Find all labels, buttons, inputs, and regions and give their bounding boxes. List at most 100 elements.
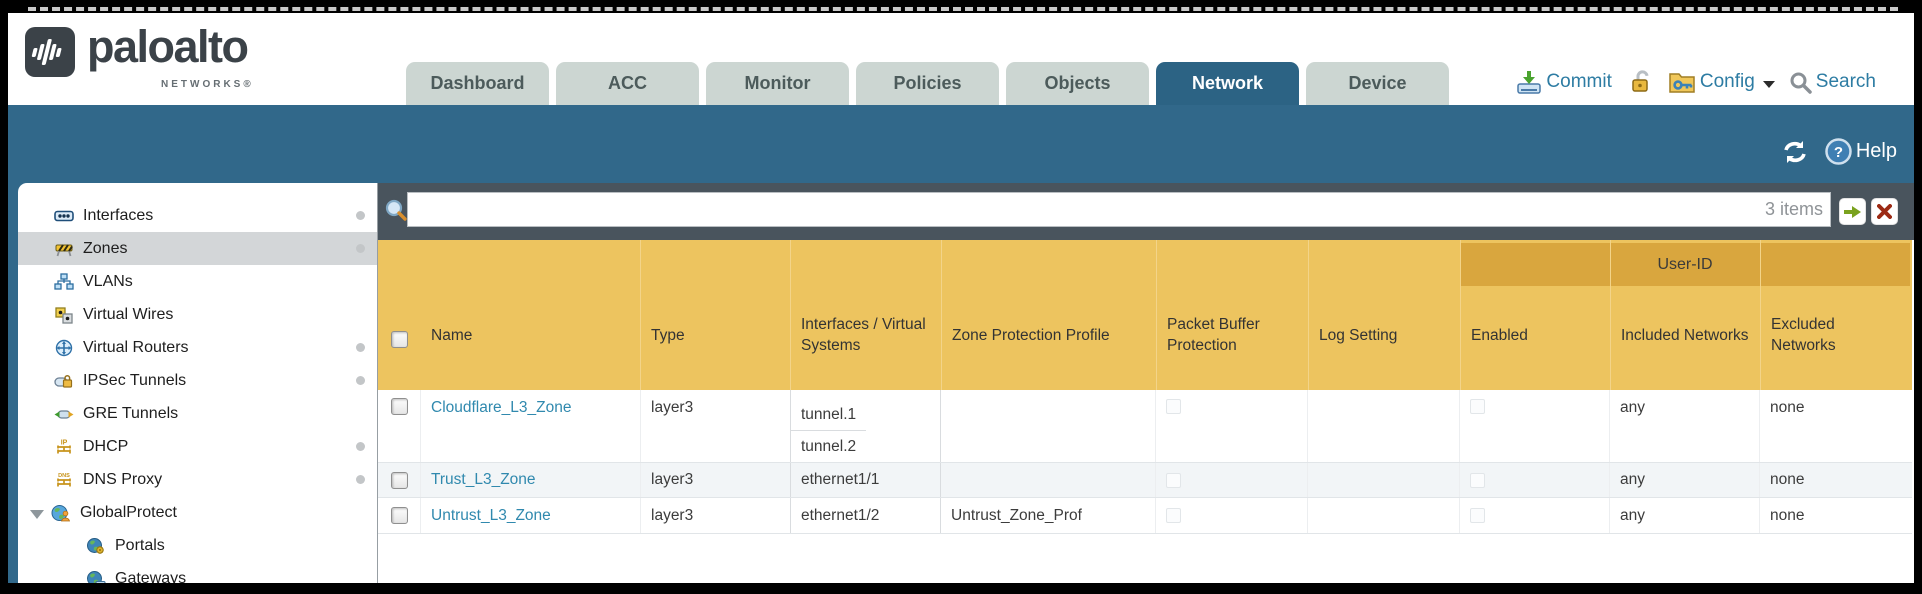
status-dot <box>356 475 365 484</box>
sidebar-item-globalprotect[interactable]: GlobalProtect <box>18 496 377 529</box>
zone-protection-profile: Untrust_Zone_Prof <box>941 498 1156 533</box>
header-interfaces[interactable]: Interfaces / Virtual Systems <box>791 240 942 390</box>
globalprotect-icon <box>51 504 71 522</box>
status-dot <box>356 343 365 352</box>
help-icon[interactable]: ? <box>1825 138 1852 165</box>
page-tools: ? Help <box>1781 138 1897 165</box>
sidebar-item-dns-proxy[interactable]: DNS DNS Proxy <box>18 463 377 496</box>
apply-filter-button[interactable] <box>1839 198 1866 225</box>
header-type[interactable]: Type <box>641 240 791 390</box>
green-arrow-icon <box>1844 205 1861 218</box>
zone-name-link[interactable]: Trust_L3_Zone <box>431 471 536 488</box>
sidebar-item-ipsec-tunnels[interactable]: IPSec Tunnels <box>18 364 377 397</box>
brand-name: paloalto <box>87 21 249 72</box>
brand-subtitle: NETWORKS® <box>161 79 254 90</box>
tab-network[interactable]: Network <box>1156 62 1299 105</box>
commit-button[interactable]: Commit <box>1546 71 1612 92</box>
sidebar-item-label: Gateways <box>115 569 187 584</box>
items-count: 3 items <box>1764 199 1823 219</box>
row-checkbox[interactable] <box>390 507 408 524</box>
config-icon[interactable] <box>1668 69 1696 95</box>
packet-buffer-checkbox[interactable] <box>1166 472 1181 488</box>
header-zone-protection-profile[interactable]: Zone Protection Profile <box>942 240 1157 390</box>
vlans-icon <box>54 272 74 291</box>
sidebar-item-portals[interactable]: Portals <box>18 529 377 562</box>
sidebar-item-virtual-wires[interactable]: Virtual Wires <box>18 298 377 331</box>
sidebar-item-gateways[interactable]: Gateways <box>18 562 377 583</box>
header-packet-buffer-protection[interactable]: Packet Buffer Protection <box>1157 240 1309 390</box>
sidebar-item-dhcp[interactable]: IP DHCP <box>18 430 377 463</box>
zone-name-link[interactable]: Untrust_L3_Zone <box>431 506 551 524</box>
red-x-icon <box>1877 204 1892 219</box>
excluded-networks: none <box>1770 471 1805 488</box>
main-nav-tabs: Dashboard ACC Monitor Policies Objects N… <box>406 62 1449 105</box>
zone-interfaces: ethernet1/2 <box>790 498 941 533</box>
sidebar-item-label: GlobalProtect <box>80 503 177 521</box>
tab-acc[interactable]: ACC <box>556 62 699 105</box>
expand-triangle-icon[interactable] <box>30 510 44 519</box>
zone-interfaces: tunnel.1 tunnel.2 <box>790 390 941 462</box>
table-row: Trust_L3_Zone layer3 ethernet1/1 any non… <box>378 463 1912 498</box>
search-button[interactable]: Search <box>1815 71 1876 92</box>
svg-text:?: ? <box>1834 144 1843 161</box>
tab-device[interactable]: Device <box>1306 62 1449 105</box>
header-log-setting[interactable]: Log Setting <box>1309 240 1461 390</box>
zone-name-link[interactable]: Cloudflare_L3_Zone <box>431 399 572 416</box>
gateways-icon <box>86 570 106 583</box>
sidebar-item-zones[interactable]: Zones <box>18 232 377 265</box>
header-name[interactable]: Name <box>421 240 641 390</box>
excluded-networks: none <box>1770 399 1805 416</box>
row-checkbox[interactable] <box>390 471 408 489</box>
global-actions: Commit Config <box>1516 68 1880 96</box>
interface-item: ethernet1/1 <box>801 471 880 488</box>
filter-input[interactable] <box>407 192 1831 227</box>
interface-item: tunnel.1 <box>801 405 857 423</box>
packet-buffer-checkbox[interactable] <box>1166 508 1181 523</box>
filter-search-icon <box>383 198 409 229</box>
tab-objects[interactable]: Objects <box>1006 62 1149 105</box>
header-included-networks[interactable]: Included Networks <box>1611 240 1761 390</box>
tab-policies[interactable]: Policies <box>856 62 999 105</box>
config-button[interactable]: Config <box>1699 71 1755 92</box>
top-bar: paloalto NETWORKS® Dashboard ACC Monitor… <box>8 13 1914 105</box>
sidebar-item-gre-tunnels[interactable]: GRE Tunnels <box>18 397 377 430</box>
tab-dashboard[interactable]: Dashboard <box>406 62 549 105</box>
included-networks: any <box>1610 390 1760 462</box>
status-dot <box>356 244 365 253</box>
status-dot <box>356 211 365 220</box>
clear-filter-button[interactable] <box>1871 198 1898 225</box>
zone-interfaces: ethernet1/1 <box>790 463 941 497</box>
refresh-icon[interactable] <box>1781 139 1809 165</box>
sidebar-item-vlans[interactable]: VLANs <box>18 265 377 298</box>
sidebar-item-virtual-routers[interactable]: Virtual Routers <box>18 331 377 364</box>
sidebar-item-label: IPSec Tunnels <box>83 371 187 389</box>
config-dropdown-caret-icon[interactable] <box>1762 80 1775 88</box>
sidebar-item-label: Zones <box>83 239 128 257</box>
user-id-group-header: User-ID <box>1460 243 1910 286</box>
zone-protection-profile <box>941 390 1156 462</box>
table-header: User-ID Name Type Interfaces / Virtual S… <box>378 240 1912 390</box>
sidebar-item-label: GRE Tunnels <box>83 404 179 422</box>
select-all-checkbox[interactable] <box>391 331 408 348</box>
included-networks: any <box>1610 498 1760 533</box>
user-id-enabled-checkbox[interactable] <box>1470 508 1485 523</box>
header-excluded-networks[interactable]: Excluded Networks <box>1771 316 1836 354</box>
user-id-enabled-checkbox[interactable] <box>1470 472 1485 488</box>
tab-monitor[interactable]: Monitor <box>706 62 849 105</box>
sidebar-item-label: Virtual Wires <box>83 305 174 323</box>
sidebar-item-interfaces[interactable]: Interfaces <box>18 199 377 232</box>
header-enabled[interactable]: Enabled <box>1461 240 1611 390</box>
lock-icon[interactable] <box>1630 69 1654 95</box>
status-dot <box>356 442 365 451</box>
filter-bar: 3 items <box>378 183 1914 240</box>
row-checkbox[interactable] <box>390 398 408 415</box>
packet-buffer-checkbox[interactable] <box>1166 399 1181 414</box>
virtual-wires-icon <box>54 306 74 324</box>
user-id-enabled-checkbox[interactable] <box>1470 399 1485 414</box>
commit-icon[interactable] <box>1516 68 1542 96</box>
svg-text:DNS: DNS <box>58 473 70 479</box>
search-icon[interactable] <box>1789 71 1812 94</box>
network-sidebar: Interfaces Zones <box>18 183 377 583</box>
help-label[interactable]: Help <box>1855 140 1897 162</box>
